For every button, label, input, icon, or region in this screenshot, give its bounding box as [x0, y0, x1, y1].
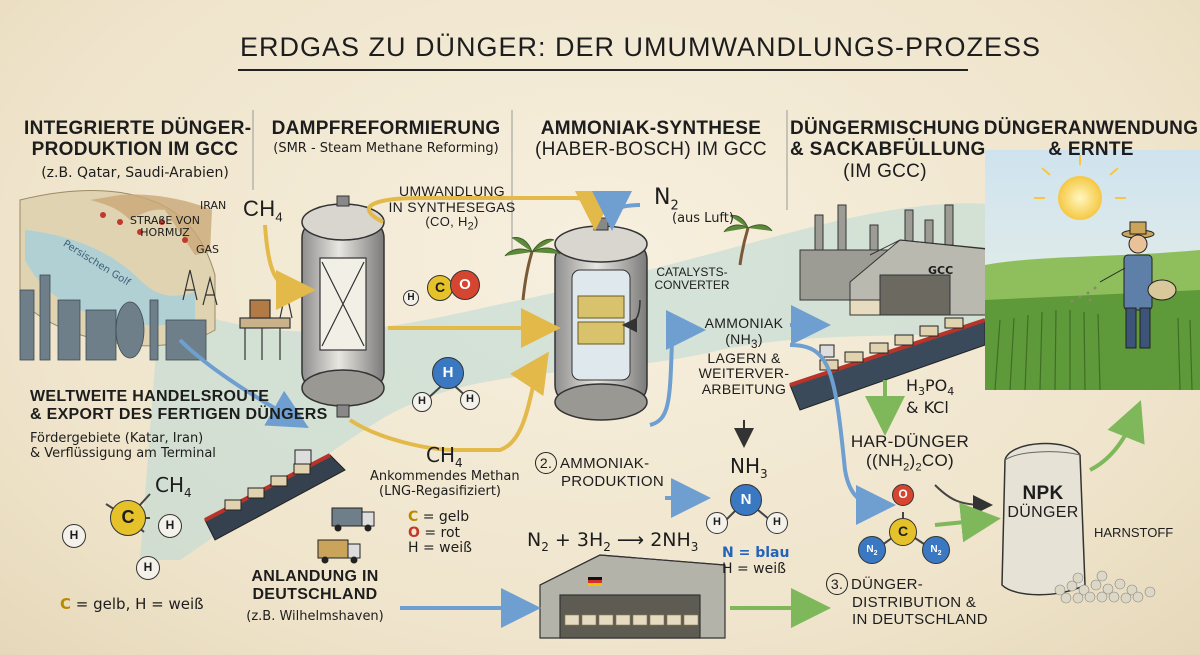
methane-molecule-label: CH4: [155, 473, 192, 500]
nh3-legend: N = blau H = weiß: [722, 545, 790, 577]
ammonia-heading-line2: (HABER-BOSCH) IM GCC: [535, 139, 767, 161]
palm-trees: [504, 215, 773, 301]
trade-heading: WELTWEITE HANDELSROUTE & EXPORT DES FERT…: [30, 388, 328, 423]
process-arrows: [178, 190, 1145, 628]
gcc-heading-line2: PRODUKTION IM GCC: [31, 139, 239, 161]
urea-pellets: [1054, 570, 1156, 604]
germany-port: (z.B. Wilhelmshaven): [246, 609, 384, 624]
gcc-map: [19, 190, 218, 361]
synthesis-gas-label: UMWANDLUNG IN SYNTHESEGAS (CO, H2): [388, 183, 516, 233]
step-3-label: 3.DÜNGER- DISTRIBUTION & IN DEUTSCHLAND: [826, 573, 988, 629]
ammonia-heading: AMMONIAK-SYNTHESE (HABER-BOSCH) IM GCC: [516, 118, 786, 161]
map-label-strait-line1: STRAßE VON: [130, 214, 201, 227]
nh3-atom-h2: H: [766, 512, 788, 534]
methane-atom-h2: H: [158, 514, 182, 538]
trucks: [317, 507, 375, 564]
incoming-methane-desc: Ankommendes Methan (LNG-Regasifiziert): [370, 469, 520, 499]
nitrogen-input: N2: [654, 185, 679, 214]
application-heading: DÜNGERANWENDUNG & ERNTE: [983, 118, 1199, 161]
smr-ch4-input: CH4: [243, 196, 283, 225]
atom-color-legend: C = gelb O = rot H = weiß: [408, 509, 472, 557]
smr-reactor: [301, 195, 385, 418]
gcc-heading-line1: INTEGRIERTE DÜNGER-: [24, 118, 252, 139]
map-label-iran: IRAN: [200, 199, 227, 212]
atom-o-co: O: [450, 270, 480, 300]
npk-bag: [1001, 442, 1086, 596]
additives-label: H3PO4 & KCl: [906, 376, 955, 417]
nh3-atom-n: N: [730, 484, 762, 516]
npk-bag-label: NPK DÜNGER: [1007, 483, 1079, 522]
gcc-factory: [799, 204, 1001, 316]
smr-heading: DAMPFREFORMIERUNG: [271, 118, 501, 139]
haber-bosch-equation: N2 + 3H2 ⟶ 2NH3: [527, 529, 699, 554]
map-label-strait: STRAßE VON HORMUZ: [130, 214, 201, 240]
nh3-atom-h1: H: [706, 512, 728, 534]
page-title: ERDGAS ZU DÜNGER: DER UMUMWANDLUNGS-PROZ…: [240, 32, 1042, 62]
urea-label: HAR-DÜNGER ((NH2)2CO): [850, 432, 970, 474]
methane-atom-c: C: [110, 500, 146, 536]
atom-h-right: H: [460, 390, 480, 410]
warehouse-sign-gcc: GCC: [928, 264, 954, 277]
urea-pellets-label: HARNSTOFF: [1094, 525, 1174, 540]
farm-field: [985, 150, 1200, 391]
methane-legend: C = gelb, H = weiß: [60, 595, 204, 613]
gcc-examples: (z.B. Qatar, Saudi-Arabien): [41, 165, 229, 181]
urea-atom-n-left: N2: [858, 536, 886, 564]
ammonia-heading-line1: AMMONIAK-SYNTHESE: [540, 118, 762, 139]
mixing-heading: DÜNGERMISCHUNG & SACKABFÜLLUNG (IM GCC): [790, 118, 986, 182]
trade-subtext: Fördergebiete (Katar, Iran) & Verflüssig…: [30, 431, 216, 461]
germany-warehouse: [539, 554, 726, 639]
urea-atom-c: C: [889, 518, 917, 546]
methane-atom-h1: H: [62, 524, 86, 548]
smr-subheading: (SMR - Steam Methane Reforming): [273, 141, 499, 156]
map-label-strait-line2: HORMUZ: [140, 226, 190, 240]
methane-atom-h3: H: [136, 556, 160, 580]
urea-atom-o: O: [892, 484, 914, 506]
nitrogen-source-note: (aus Luft): [672, 211, 734, 226]
atom-h-left: H: [412, 392, 432, 412]
haber-bosch-converter: [554, 217, 648, 421]
ammonia-product-label: AMMONIAK (NH3) LAGERN & WEITERVER- ARBEI…: [698, 315, 790, 397]
cargo-ship-gcc: [789, 317, 986, 411]
germany-heading: ANLANDUNG IN DEUTSCHLAND: [251, 568, 379, 603]
catalyst-label: CATALYSTS- CONVERTER: [654, 265, 730, 293]
incoming-methane-label: CH4: [426, 443, 463, 470]
atom-h-co: H: [403, 290, 419, 306]
step-2-label: 2.AMMONIAK- PRODUKTION: [535, 452, 664, 491]
atom-c-co: C: [427, 275, 453, 301]
atom-h-central: H: [432, 357, 464, 389]
nh3-label: NH3: [730, 454, 768, 481]
map-label-gas: GAS: [196, 243, 220, 256]
cargo-ship-export: [204, 449, 346, 541]
urea-atom-n-right: N2: [922, 536, 950, 564]
gcc-heading: INTEGRIERTE DÜNGER- PRODUKTION IM GCC: [24, 118, 252, 161]
